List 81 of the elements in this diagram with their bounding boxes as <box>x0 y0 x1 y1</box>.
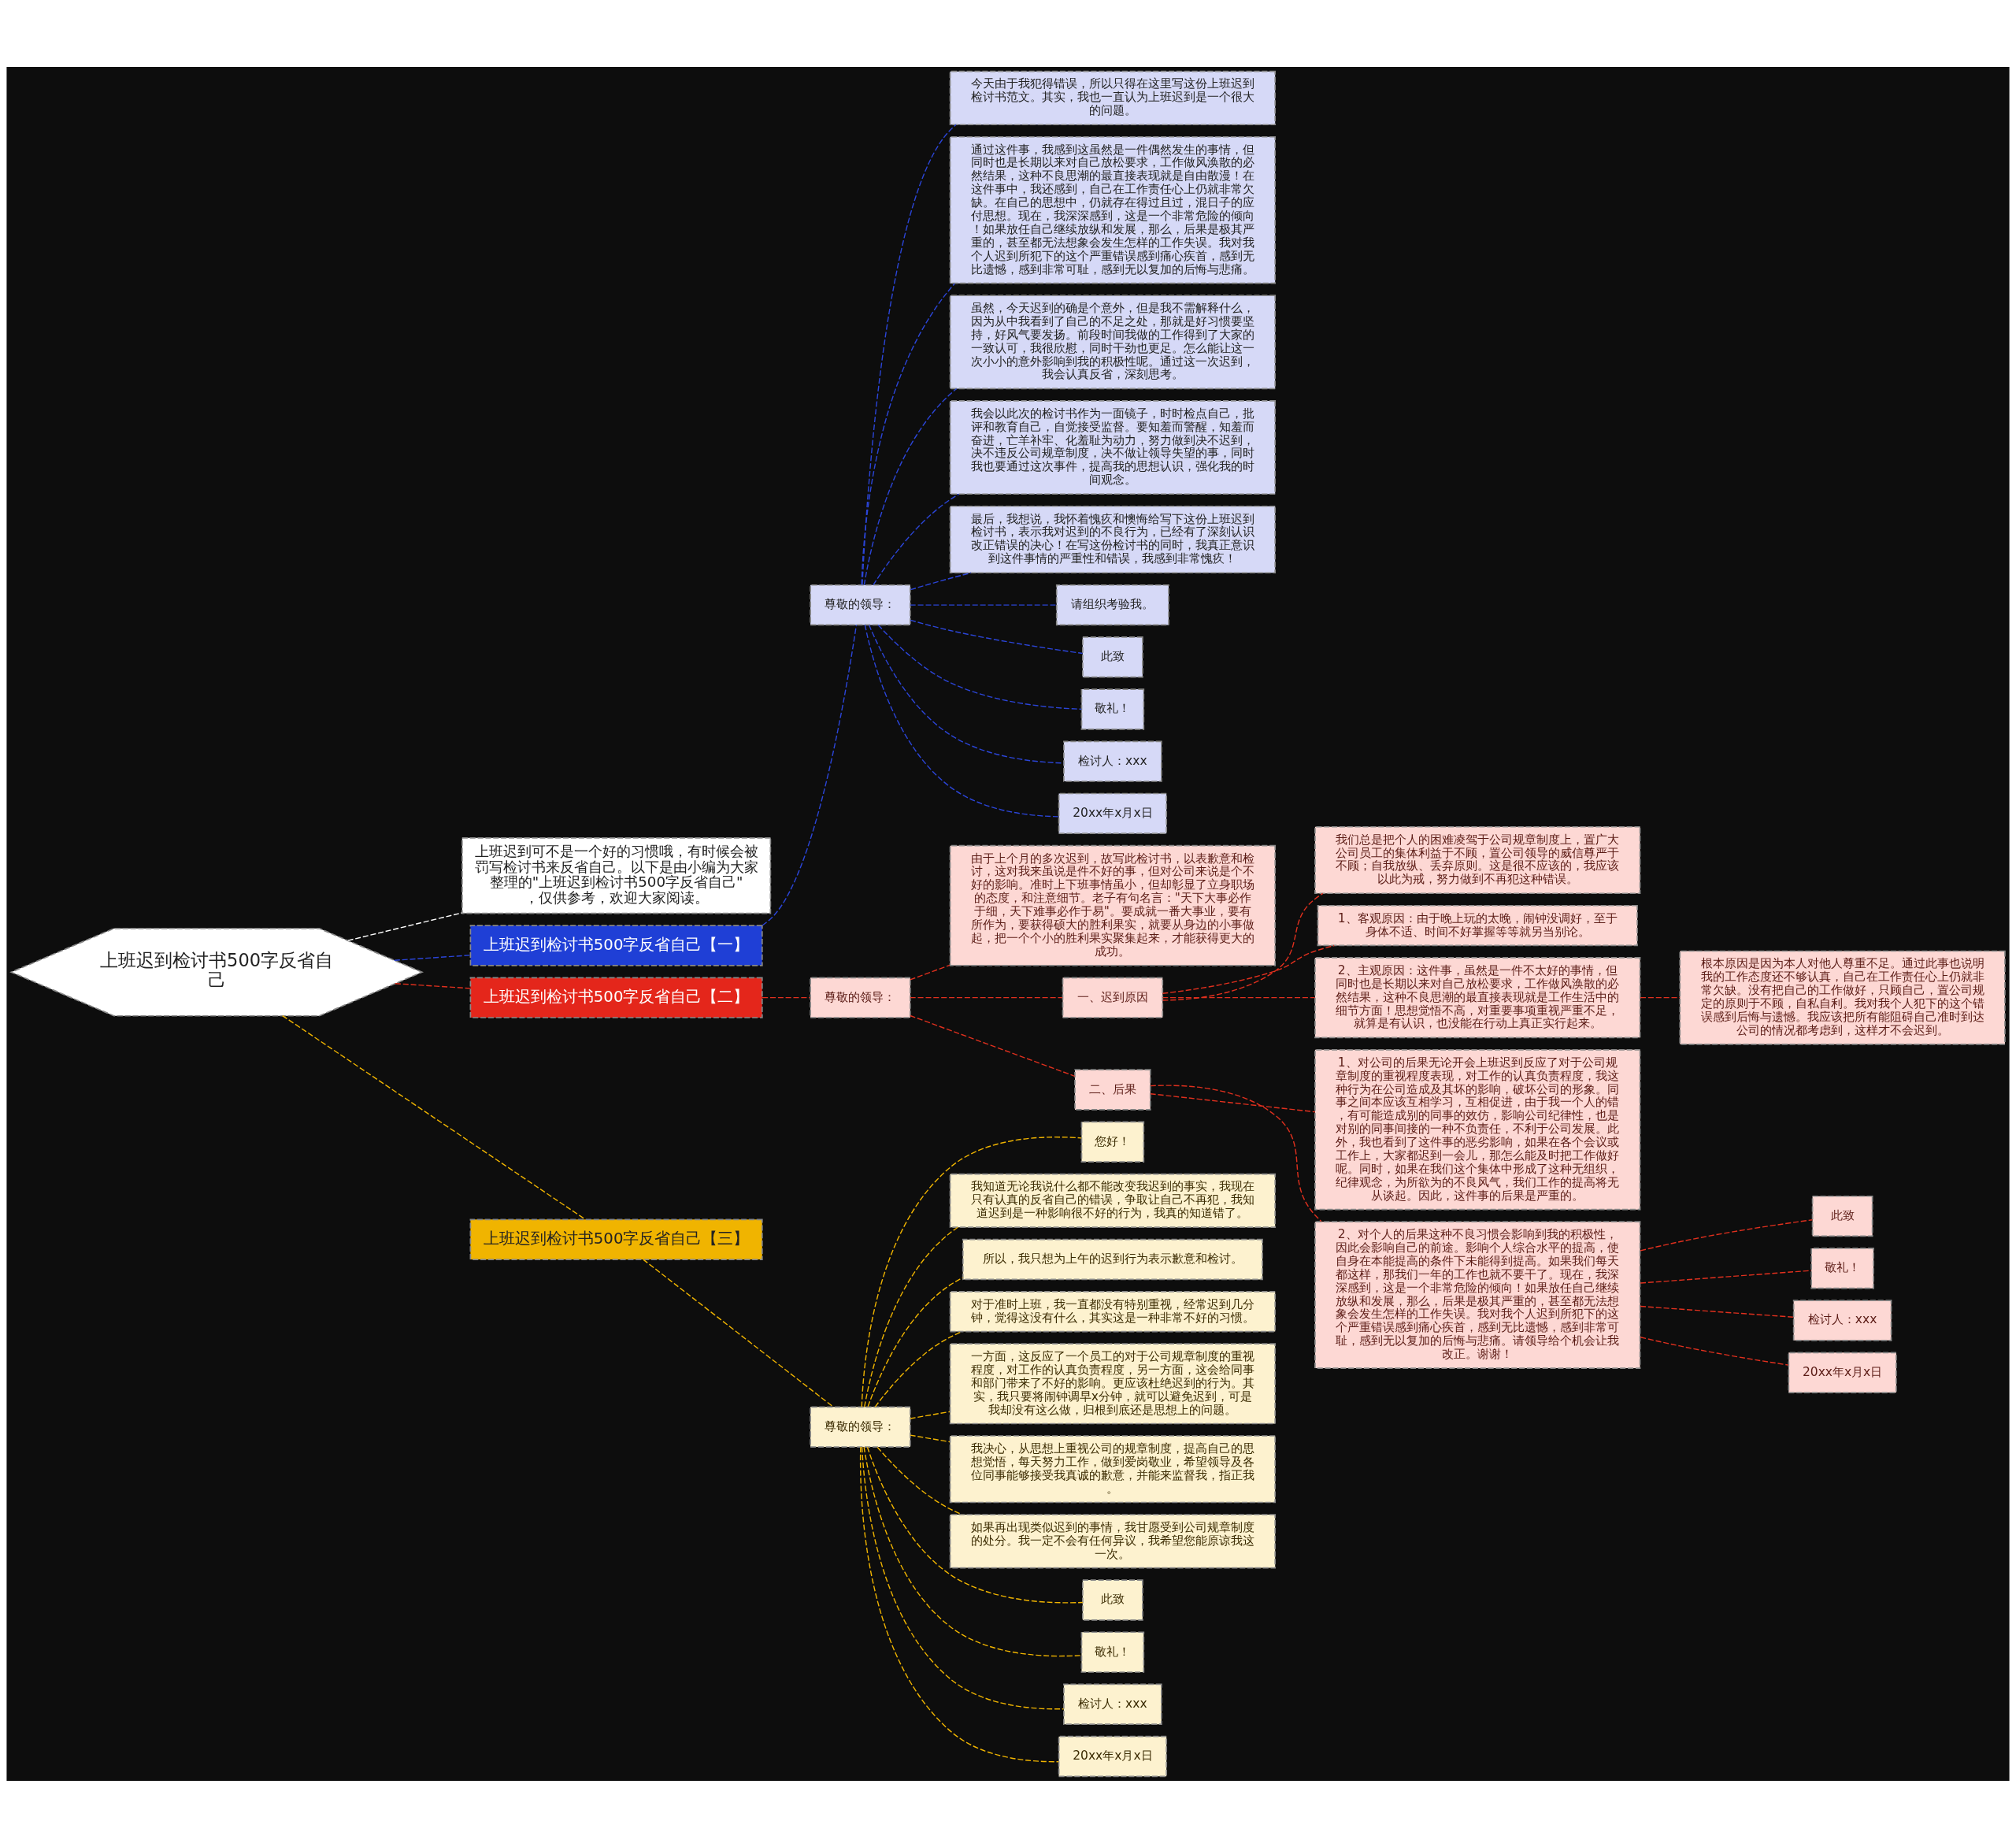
connector <box>910 1014 1076 1077</box>
node-box: 今天由于我犯得错误，所以只得在这里写这份上班迟到检讨书范文。其实，我也一直认为上班迟到是一个很大的问题。 <box>949 70 1277 125</box>
node-box: 所以，我只想为上午的迟到行为表示歉意和检讨。 <box>962 1238 1263 1280</box>
node-box: 20xx年x月x日 <box>1058 792 1168 834</box>
node-box: 敬礼！ <box>1810 1247 1874 1289</box>
connector <box>643 1258 834 1408</box>
connector <box>863 388 958 585</box>
connector <box>910 1433 951 1442</box>
node-box: 上班迟到检讨书500字反省自己【一】 <box>469 924 763 966</box>
node-box: 此致 <box>1082 1578 1143 1621</box>
node-box: 此致 <box>1082 636 1143 677</box>
node-box: 对于准时上班，我一直都没有特别重视，经常迟到几分钟，觉得这没有什么，其实这是一种非常不好的习惯。 <box>949 1290 1277 1332</box>
connector <box>1162 892 1324 1001</box>
node-box: 您好！ <box>1080 1121 1145 1163</box>
node-box: 2、对个人的后果这种不良习惯会影响到我的积极性，因此会影响自己的前途。影响个人综合水平的提高，使自身在本能提高的条件下未能得到提高。如果我们每天都这样，那我们一年的工作也就不要干了。现在，我深深感到，这是一个非常危险的倾向！如果放任自己继续放纵和发展，那么，后果是极其严重的，甚至都无法想象会发生怎样的工作失误。我对我个人迟到所犯下的这个严重错误感到痛心疾首，感到无比遗憾，感到非常可耻，感到无以复加的后悔与悲痛。请领导给个机会让我改正。谢谢！ <box>1314 1220 1641 1369</box>
node-box: 由于上个月的多次迟到，故写此检讨书，以表歉意和检讨，这对我来虽说是件不好的事，但对公司来说是个不好的影响。准时上下班事情虽小，但却彰显了立身职场的态度，和注意细节。老子有句名言："天下大事必作于细，天下难事必作于易"。要成就一番大事业，要有所作为，要获得硕大的胜利果实，就要从身边的小事做起，把一个个小的胜利果实聚集起来，才能获得更大的成功。 <box>949 844 1277 966</box>
node-box: 尊敬的领导： <box>810 1406 911 1448</box>
connector <box>394 954 471 961</box>
node-box: 一方面，这反应了一个员工的对于公司规章制度的重视程度，对工作的认真负责程度，另一方面，这会给同事和部门带来了不好的影响。更应该杜绝迟到的行为。其实，我只要将闹钟调早x分钟，就可以避免迟到，可是我却没有这么做，归根到底还是思想上的问题。 <box>949 1342 1277 1424</box>
node-box: 20xx年x月x日 <box>1788 1352 1897 1393</box>
connector <box>877 624 1083 710</box>
node-box: 上班迟到可不是一个好的习惯哦，有时候会被罚写检讨书来反省自己。以下是由小编为大家整理的"上班迟到检讨书500字反省自己"，仅供参考，欢迎大家阅读。 <box>461 836 772 914</box>
node-box: 如果再出现类似迟到的事情，我甘愿受到公司规章制度的处分。我一定不会有任何异议，我希望您能原谅我这一次。 <box>949 1513 1277 1568</box>
connector <box>910 572 972 590</box>
node-box: 2、主观原因：这件事，虽然是一件不太好的事情，但同时也是长期以来对自己放松要求，工作做风涣散的必然结果，这种不良思潮的最直接表现就是工作生活中的细节方面！思想觉悟不高，对重要事项重视严重不足，就算是有认识，也没能在行动上真正实行起来。 <box>1314 956 1641 1038</box>
connector <box>1640 996 1681 998</box>
node-box: 检讨人：xxx <box>1063 740 1162 782</box>
connector <box>910 964 951 981</box>
connector <box>861 1136 1082 1408</box>
node-box: 请组织考验我。 <box>1055 584 1169 625</box>
connector <box>1150 1084 1322 1222</box>
node-box: 二、后果 <box>1074 1068 1151 1111</box>
connector <box>1150 1092 1316 1112</box>
connector <box>395 982 472 989</box>
node-box: 20xx年x月x日 <box>1058 1735 1168 1777</box>
node-box: 敬礼！ <box>1080 688 1145 730</box>
node-box: 我决心，从思想上重视公司的规章制度，提高自己的思想觉悟，每天努力工作，做到爱岗敬业，希望领导及各位同事能够接受我真诚的歉意，并能来监督我，指正我。 <box>949 1434 1277 1503</box>
connector <box>861 282 956 585</box>
node-box: 检讨人：xxx <box>1792 1299 1892 1341</box>
connector <box>762 624 858 926</box>
node-box: 检讨人：xxx <box>1063 1683 1162 1725</box>
connector <box>861 1446 1065 1709</box>
node-box: 根本原因是因为本人对他人尊重不足。通过此事也说明我的工作态度还不够认真，自己在工作责任心上仍就非常欠缺。没有把自己的工作做好，只顾自己，置公司规定的原则于不顾，自私自利。我对我个人犯下的这个错误感到后悔与遗憾。我应该把所有能阻碍自己准时到达公司的情况都考虑到，这样才不会迟到。 <box>1679 950 2006 1045</box>
connector <box>1640 1336 1789 1366</box>
node-box: 我知道无论我说什么都不能改变我迟到的事实，我现在只有认真的反省自己的错误，争取让自己不再犯，我知道迟到是一种影响很不好的行为，我真的知道错了。 <box>949 1173 1277 1228</box>
connector <box>910 1411 951 1419</box>
connector <box>866 1446 1084 1604</box>
node-box: 我们总是把个人的困难凌驾于公司规章制度上，置广大公司员工的集体利益于不顾，置公司领导的威信尊严于不顾；自我放纵、丢弃原则。这是很不应该的，我应该以此为戒，努力做到不再犯这种错误。 <box>1314 825 1641 894</box>
node-box: 敬礼！ <box>1080 1630 1145 1673</box>
node-box: 尊敬的领导： <box>810 976 911 1018</box>
node-box: 1、对公司的后果无论开会上班迟到反应了对于公司规章制度的重视程度表现，对工作的认真负责程度，我这种行为在公司造成及其坏的影响，破坏公司的形象。同事之间本应该互相学习，互相促进，由于我一个人的错，有可能造成别的同事的效仿，影响公司纪律性，也是对别的同事间接的一种不负责任，不利于公司发展。此外，我也看到了这件事的恶劣影响，如果在各个会议或工作上，大家都迟到一会儿，那怎么能及时把工作做好呢。同时，如果在我们这个集体中形成了这种无组织，纪律观念，为所欲为的不良风气，我们工作的提高将无从谈起。因此，这件事的后果是严重的。 <box>1314 1048 1641 1210</box>
connector <box>1640 1218 1814 1252</box>
connector <box>1162 944 1335 994</box>
node-box: 最后，我想说，我怀着愧疚和懊悔给写下这份上班迟到检讨书，表示我对迟到的不良行为，已经有了深刻认识改正错误的决心！在写这份检讨书的同时，我真正意识到这件事情的严重性和错误，我感到非常愧疚！ <box>949 505 1277 573</box>
node-box: 我会以此次的检讨书作为一面镜子，时时检点自己，批评和教育自己，自觉接受监督。要知羞而警醒，知羞而奋进，亡羊补牢、化羞耻为动力，努力做到决不迟到，决不违反公司规章制度，决不做让领导失望的事，同时我也要通过这次事件，提高我的思想认识，强化我的时间观念。 <box>949 399 1277 495</box>
node-box: 上班迟到检讨书500字反省自己【三】 <box>469 1218 763 1260</box>
node-box: 1、客观原因：由于晚上玩的太晚，闹钟没调好，至于身体不适、时间不好掌握等等就另当别论。 <box>1317 904 1638 946</box>
connector <box>859 1446 1059 1762</box>
connector <box>762 996 811 998</box>
connector <box>868 624 1065 764</box>
connector <box>864 624 1060 818</box>
connector <box>867 1277 964 1408</box>
connector <box>1640 1305 1794 1318</box>
node-box: 虽然，今天迟到的确是个意外，但是我不需解释什么，因为从中我看到了自己的不足之处，那就是好习惯要坚持，好风气要发扬。前段时间我做的工作得到了大家的一致认可，我很欣慰，同时干劲也更足。怎么能让这一次小小的意外影响到我的积极性呢。通过这一次迟到，我会认真反省，深刻思考。 <box>949 294 1277 389</box>
connector <box>1640 1269 1812 1284</box>
connector <box>862 124 957 585</box>
node-box: 通过这件事，我感到这虽然是一件偶然发生的事情，但同时也是长期以来对自己放松要求，工作做风涣散的必然结果，这种不良思潮的最直接表现就是自由散漫！在这件事中，我还感到，自己在工作责任心上仍就非常欠缺。在自己的思想中，仍就存在得过且过，混日子的应付思想。现在，我深深感到，这是一个非常危险的倾向！如果放任自己继续放纵和发展，那么，后果是极其严重的，甚至都无法想象会发生怎样的工作失误。我对我个人迟到所犯下的这个严重错误感到痛心疾首，感到无比遗憾，感到非常可耻，感到无以复加的后悔与悲痛。 <box>949 135 1277 284</box>
node-box: 一、迟到原因 <box>1062 976 1164 1018</box>
connector <box>282 1014 586 1220</box>
connector <box>863 1445 1082 1656</box>
connector <box>864 1226 958 1408</box>
connector <box>910 996 1063 998</box>
node-box: 此致 <box>1811 1195 1873 1237</box>
connector <box>1162 996 1316 998</box>
connector <box>873 493 960 585</box>
connector <box>910 603 1058 606</box>
connector <box>347 911 463 941</box>
connector <box>876 1446 963 1515</box>
node-box: 尊敬的领导： <box>810 584 911 625</box>
node-box: 上班迟到检讨书500字反省自己【二】 <box>469 976 763 1018</box>
connector <box>910 619 1084 654</box>
